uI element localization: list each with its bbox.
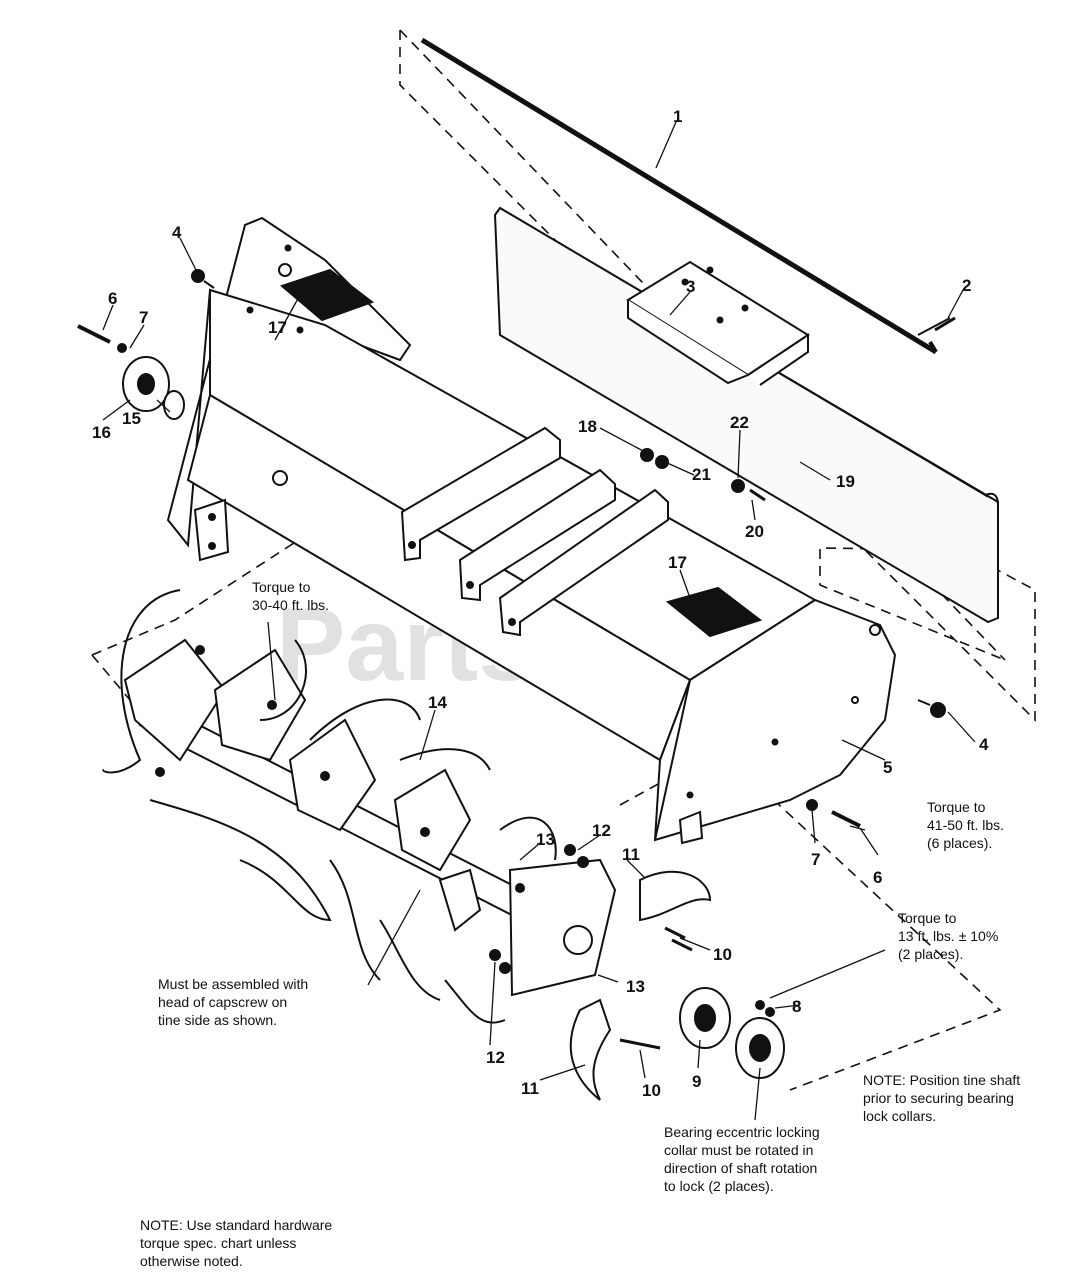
callout-4-right: 4 — [979, 735, 989, 754]
callout-17-right: 17 — [668, 553, 687, 572]
note-line: collar must be rotated in — [664, 1142, 814, 1158]
leader-lines — [102, 121, 976, 1121]
callout-7-right: 7 — [811, 850, 820, 869]
tine-assembly — [102, 589, 712, 1101]
callout-4-top: 4 — [172, 223, 182, 242]
note-position-shaft: NOTE: Position tine shaft prior to secur… — [863, 1071, 1020, 1125]
note-line: (2 places). — [898, 946, 964, 962]
bearing-assembly — [679, 987, 785, 1079]
callout-8: 8 — [792, 997, 801, 1016]
note-torque-tines: Torque to 30-40 ft. lbs. — [252, 578, 329, 614]
note-line: 30-40 ft. lbs. — [252, 597, 330, 613]
note-line: NOTE: Position tine shaft — [863, 1072, 1021, 1088]
note-line: (6 places). — [927, 835, 993, 851]
hitch-bracket — [626, 260, 810, 386]
callout-7-left: 7 — [139, 308, 148, 327]
callout-13-lower: 13 — [626, 977, 645, 996]
note-line: Torque to — [927, 799, 986, 815]
note-line: Bearing eccentric locking — [664, 1124, 820, 1140]
callout-11-lower: 11 — [521, 1079, 539, 1098]
note-line: direction of shaft rotation — [664, 1160, 818, 1176]
callout-numbers: 1 2 3 4 4 5 6 6 7 7 8 9 10 10 11 11 12 1… — [92, 107, 989, 1100]
callout-17-top: 17 — [268, 318, 287, 337]
callout-15: 15 — [122, 409, 141, 428]
note-line: otherwise noted. — [140, 1253, 243, 1269]
callout-14: 14 — [428, 693, 447, 712]
note-torque-side: Torque to 41-50 ft. lbs. (6 places). — [927, 798, 1004, 852]
note-capscrew: Must be assembled with head of capscrew … — [158, 975, 308, 1029]
callout-2: 2 — [962, 276, 971, 295]
callout-10-upper: 10 — [713, 945, 732, 964]
callout-20: 20 — [745, 522, 764, 541]
callout-12-lower: 12 — [486, 1048, 505, 1067]
note-line: 41-50 ft. lbs. — [927, 817, 1005, 833]
callout-22: 22 — [730, 413, 749, 432]
tine-shaft-rod — [420, 37, 951, 355]
hardware — [77, 269, 956, 828]
note-line: tine side as shown. — [158, 1012, 278, 1028]
callout-19: 19 — [836, 472, 855, 491]
note-line: lock collars. — [863, 1108, 937, 1124]
note-line: head of capscrew on — [158, 994, 288, 1010]
callout-5: 5 — [883, 758, 892, 777]
callout-3: 3 — [686, 277, 695, 296]
note-line: to lock (2 places). — [664, 1178, 774, 1194]
callout-6-left: 6 — [108, 289, 117, 308]
note-bearing-collar: Bearing eccentric locking collar must be… — [664, 1123, 820, 1195]
callout-13-upper: 13 — [536, 830, 555, 849]
note-line: Torque to — [898, 910, 957, 926]
callout-1: 1 — [673, 107, 682, 126]
note-line: Must be assembled with — [158, 976, 309, 992]
callout-11-upper: 11 — [622, 845, 640, 864]
note-line: torque spec. chart unless — [140, 1235, 297, 1251]
callout-12-upper: 12 — [592, 821, 611, 840]
callout-21: 21 — [692, 465, 711, 484]
note-line: 13 ft. lbs. ± 10% — [898, 928, 999, 944]
note-hardware: NOTE: Use standard hardware torque spec.… — [140, 1216, 332, 1270]
callout-16: 16 — [92, 423, 111, 442]
note-line: Torque to — [252, 579, 311, 595]
callout-6-right: 6 — [873, 868, 882, 887]
note-line: prior to securing bearing — [863, 1090, 1014, 1106]
note-torque-bearing: Torque to 13 ft. lbs. ± 10% (2 places). — [898, 909, 998, 963]
center-brackets — [400, 426, 669, 637]
callout-10-lower: 10 — [642, 1081, 661, 1100]
callout-9: 9 — [692, 1072, 701, 1091]
note-line: NOTE: Use standard hardware — [140, 1217, 333, 1233]
callout-18: 18 — [578, 417, 597, 436]
